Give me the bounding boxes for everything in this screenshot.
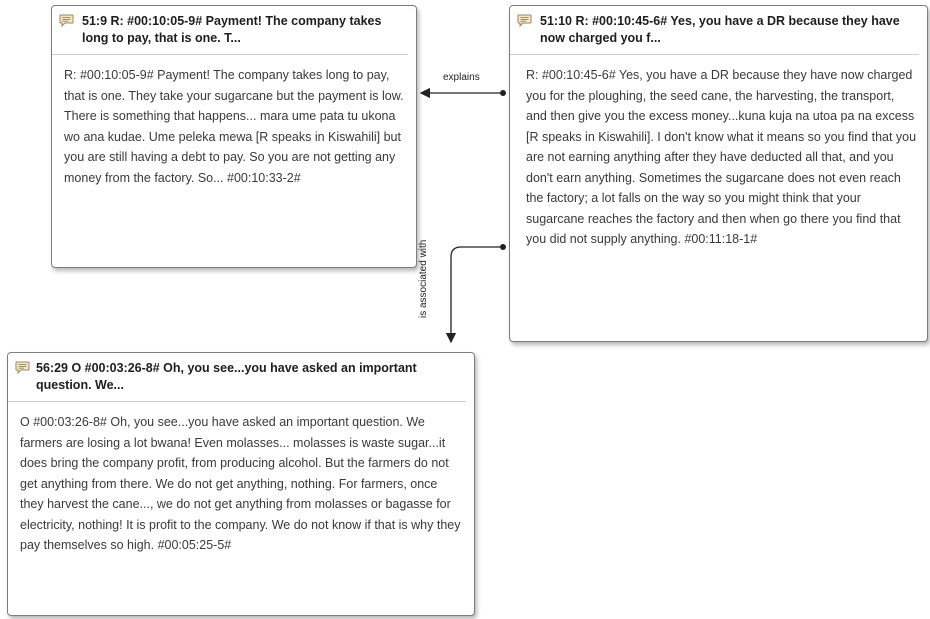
node-body-text: O #00:03:26-8# Oh, you see...you have as… <box>20 415 461 552</box>
quotation-icon <box>59 14 74 27</box>
link-explains-origin-dot <box>500 90 506 96</box>
link-associated-line[interactable] <box>445 246 503 344</box>
link-label-associated: is associated with <box>418 239 429 318</box>
quotation-icon <box>15 361 30 374</box>
quotation-node-56-29[interactable]: 56:29 O #00:03:26-8# Oh, you see...you h… <box>7 352 475 616</box>
quotation-node-51-10[interactable]: 51:10 R: #00:10:45-6# Yes, you have a DR… <box>509 5 928 342</box>
node-title: 51:10 R: #00:10:45-6# Yes, you have a DR… <box>540 14 900 45</box>
node-body-text: R: #00:10:05-9# Payment! The company tak… <box>64 68 404 185</box>
node-title: 51:9 R: #00:10:05-9# Payment! The compan… <box>82 14 382 45</box>
node-body-text: R: #00:10:45-6# Yes, you have a DR becau… <box>526 68 917 246</box>
node-header: 51:9 R: #00:10:05-9# Payment! The compan… <box>52 6 408 55</box>
quotation-icon <box>517 14 532 27</box>
node-header: 56:29 O #00:03:26-8# Oh, you see...you h… <box>8 353 466 402</box>
node-title: 56:29 O #00:03:26-8# Oh, you see...you h… <box>36 361 417 392</box>
link-associated-origin-dot <box>500 244 506 250</box>
link-label-explains: explains <box>443 72 480 83</box>
node-header: 51:10 R: #00:10:45-6# Yes, you have a DR… <box>510 6 919 55</box>
quotation-node-51-9[interactable]: 51:9 R: #00:10:05-9# Payment! The compan… <box>51 5 417 268</box>
